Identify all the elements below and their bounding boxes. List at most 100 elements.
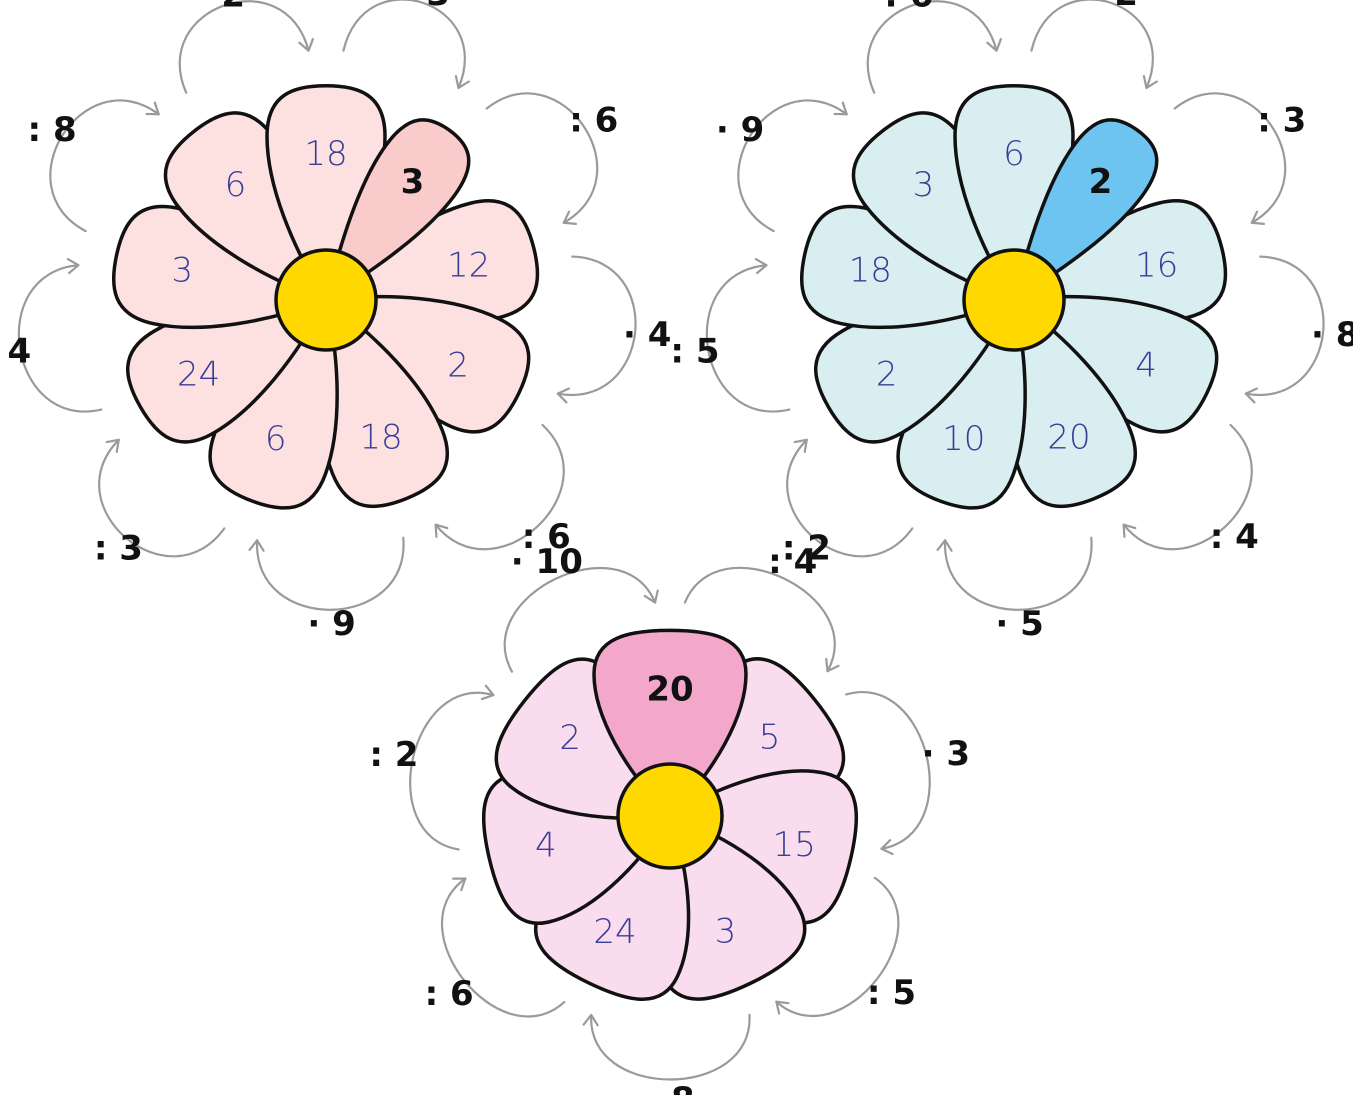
arrowhead [936, 539, 953, 552]
petal-number: 4 [1135, 345, 1157, 385]
petal-number: 2 [876, 355, 898, 395]
start-petal-shape [1012, 118, 1159, 302]
operation-label: : 8 [28, 110, 77, 150]
arrowhead [643, 589, 659, 604]
arrow-curve [178, 0, 310, 94]
arrowhead [556, 387, 570, 404]
arrow-curve [845, 691, 931, 850]
arrow-curve [342, 0, 466, 90]
arrowhead [145, 101, 160, 116]
petal-number: 24 [177, 355, 220, 395]
operation-label: · 8 [1311, 315, 1353, 355]
arrow-curve [737, 99, 848, 233]
operation-label: · 3 [922, 734, 970, 774]
arrow-curve [1030, 0, 1154, 90]
arrow-curve [1122, 423, 1253, 551]
start-petal-shape [592, 628, 748, 818]
operation-label: · 4 [0, 332, 31, 372]
arrowhead [452, 877, 467, 892]
operation-arrows [409, 566, 931, 1081]
operation-label: : 4 [1210, 517, 1259, 557]
operation-arrows [17, 0, 637, 611]
operation-label: · 9 [716, 110, 764, 150]
arrowhead [434, 523, 449, 538]
operation-label: : 3 [1257, 100, 1306, 140]
operation-label: · 8 [646, 1080, 694, 1095]
operation-label: · 9 [307, 604, 355, 644]
arrow-curve [485, 92, 599, 224]
petal-number: 4 [535, 826, 557, 866]
arrowhead [825, 657, 840, 673]
operation-label: : 6 [569, 100, 618, 140]
arrowhead [880, 839, 894, 856]
start-petal-shape [324, 118, 471, 302]
start-petal [324, 118, 471, 302]
operation-arrows [705, 0, 1325, 611]
arrowhead [480, 684, 495, 701]
petal-number: 2 [559, 718, 581, 758]
arrowhead [298, 38, 314, 52]
petal-number: 18 [849, 250, 892, 290]
arrowhead [1250, 210, 1266, 225]
petals [799, 84, 1228, 510]
petal-number: 16 [1135, 245, 1178, 285]
operation-label: : 3 [94, 528, 143, 568]
arrow-curve [1173, 92, 1287, 224]
arrowhead [775, 1000, 790, 1015]
operation-label: · 4 [623, 315, 671, 355]
start-number: 20 [646, 670, 693, 710]
operation-label: : 6 [425, 974, 474, 1014]
arrowhead [833, 101, 848, 116]
arrow-curve [49, 99, 160, 233]
operation-label: : 5 [670, 332, 719, 372]
arrowhead [793, 438, 808, 453]
petal-number: 18 [359, 417, 402, 457]
arrow-curve [17, 264, 103, 413]
petal-number: 2 [447, 345, 469, 385]
operation-label: · 5 [995, 604, 1043, 644]
arrow-curve [556, 255, 637, 397]
start-petal [1012, 118, 1159, 302]
arrowhead [1244, 387, 1258, 404]
flower-center [962, 248, 1066, 352]
operation-label: · 3 [402, 0, 450, 14]
arrow-curve [866, 0, 998, 94]
arrow-curve [683, 566, 836, 673]
petal-number: 12 [447, 245, 490, 285]
start-number: 2 [1089, 162, 1113, 202]
operation-label: : 4 [768, 542, 817, 582]
flower-2: : 3· 8: 4· 5: 2: 5· 9: 6· 22164201021836 [670, 0, 1353, 644]
arrow-curve [441, 877, 566, 1018]
arrowhead [454, 74, 470, 90]
arrow-curve [409, 691, 495, 851]
operation-label: : 2 [369, 735, 418, 775]
arrowhead [248, 539, 265, 552]
arrow-curve [434, 423, 565, 551]
arrow-curve [1244, 255, 1325, 397]
arrowhead [105, 438, 120, 453]
operation-label: : 2 [782, 528, 831, 568]
flower-center [274, 248, 378, 352]
arrow-curve [943, 536, 1093, 611]
petal-number: 5 [759, 718, 781, 758]
petal-number: 6 [1003, 134, 1025, 174]
arrowhead [66, 258, 80, 275]
arrow-curve [705, 264, 791, 413]
petal-number: 6 [225, 165, 247, 205]
operation-label: · 2 [197, 0, 245, 16]
petal-number: 3 [171, 250, 193, 290]
arrow-curve [255, 536, 405, 611]
arrow-curve [786, 438, 914, 558]
arrowhead [562, 210, 578, 225]
petal-number: 3 [913, 165, 935, 205]
operation-label: : 5 [867, 973, 916, 1013]
arrowhead [582, 1013, 599, 1027]
arrowhead [1142, 74, 1158, 90]
arrow-curve [98, 438, 226, 558]
petal-number: 10 [942, 419, 985, 459]
start-petal [592, 628, 748, 818]
petal-number: 18 [304, 134, 347, 174]
operation-label: · 2 [1090, 0, 1138, 14]
